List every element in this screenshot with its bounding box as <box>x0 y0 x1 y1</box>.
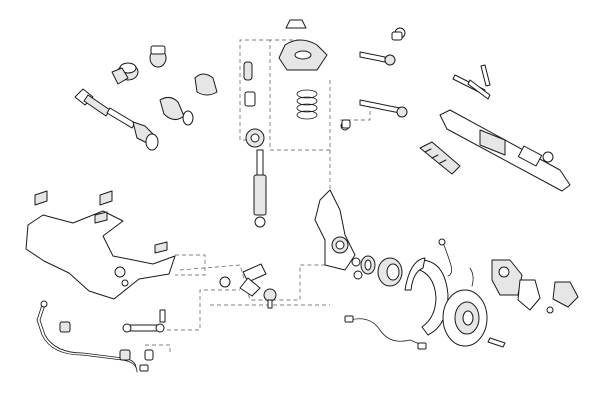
ball-joint-icon <box>263 288 277 309</box>
rack-boot-icon <box>419 141 461 175</box>
boot-kit-icon <box>243 61 256 107</box>
bush-icon <box>353 270 363 280</box>
steering-rack-icon <box>439 109 571 192</box>
wheel-hub-icon <box>377 257 403 287</box>
cv-joint-icon <box>117 45 167 81</box>
strut-mount-icon <box>278 19 328 71</box>
dust-shield-icon <box>404 257 449 336</box>
stabilizer-link-icon <box>122 309 166 333</box>
drive-shaft-icon <box>74 88 159 151</box>
boot-kit-icon <box>111 67 218 126</box>
steering-knuckle-icon <box>314 189 361 271</box>
tie-rod-icon <box>340 99 408 131</box>
brake-hose-icon <box>438 238 474 287</box>
brake-caliper-icon <box>491 259 523 296</box>
stabilizer-bar-icon <box>36 300 138 373</box>
caliper-bracket-icon <box>517 279 579 314</box>
shock-absorber-icon <box>253 149 267 228</box>
tie-rod-end-icon <box>452 64 491 100</box>
bush-icon <box>59 321 131 361</box>
bush-icon <box>341 31 403 129</box>
bush-icon <box>139 349 154 372</box>
brake-disc-icon <box>442 289 488 347</box>
abs-sensor-icon <box>344 315 427 350</box>
wheel-bearing-icon <box>360 255 376 275</box>
coil-spring-icon <box>296 89 318 120</box>
strut-mount-icon <box>245 128 265 148</box>
bush-icon <box>487 337 506 348</box>
subframe-icon <box>25 190 176 300</box>
